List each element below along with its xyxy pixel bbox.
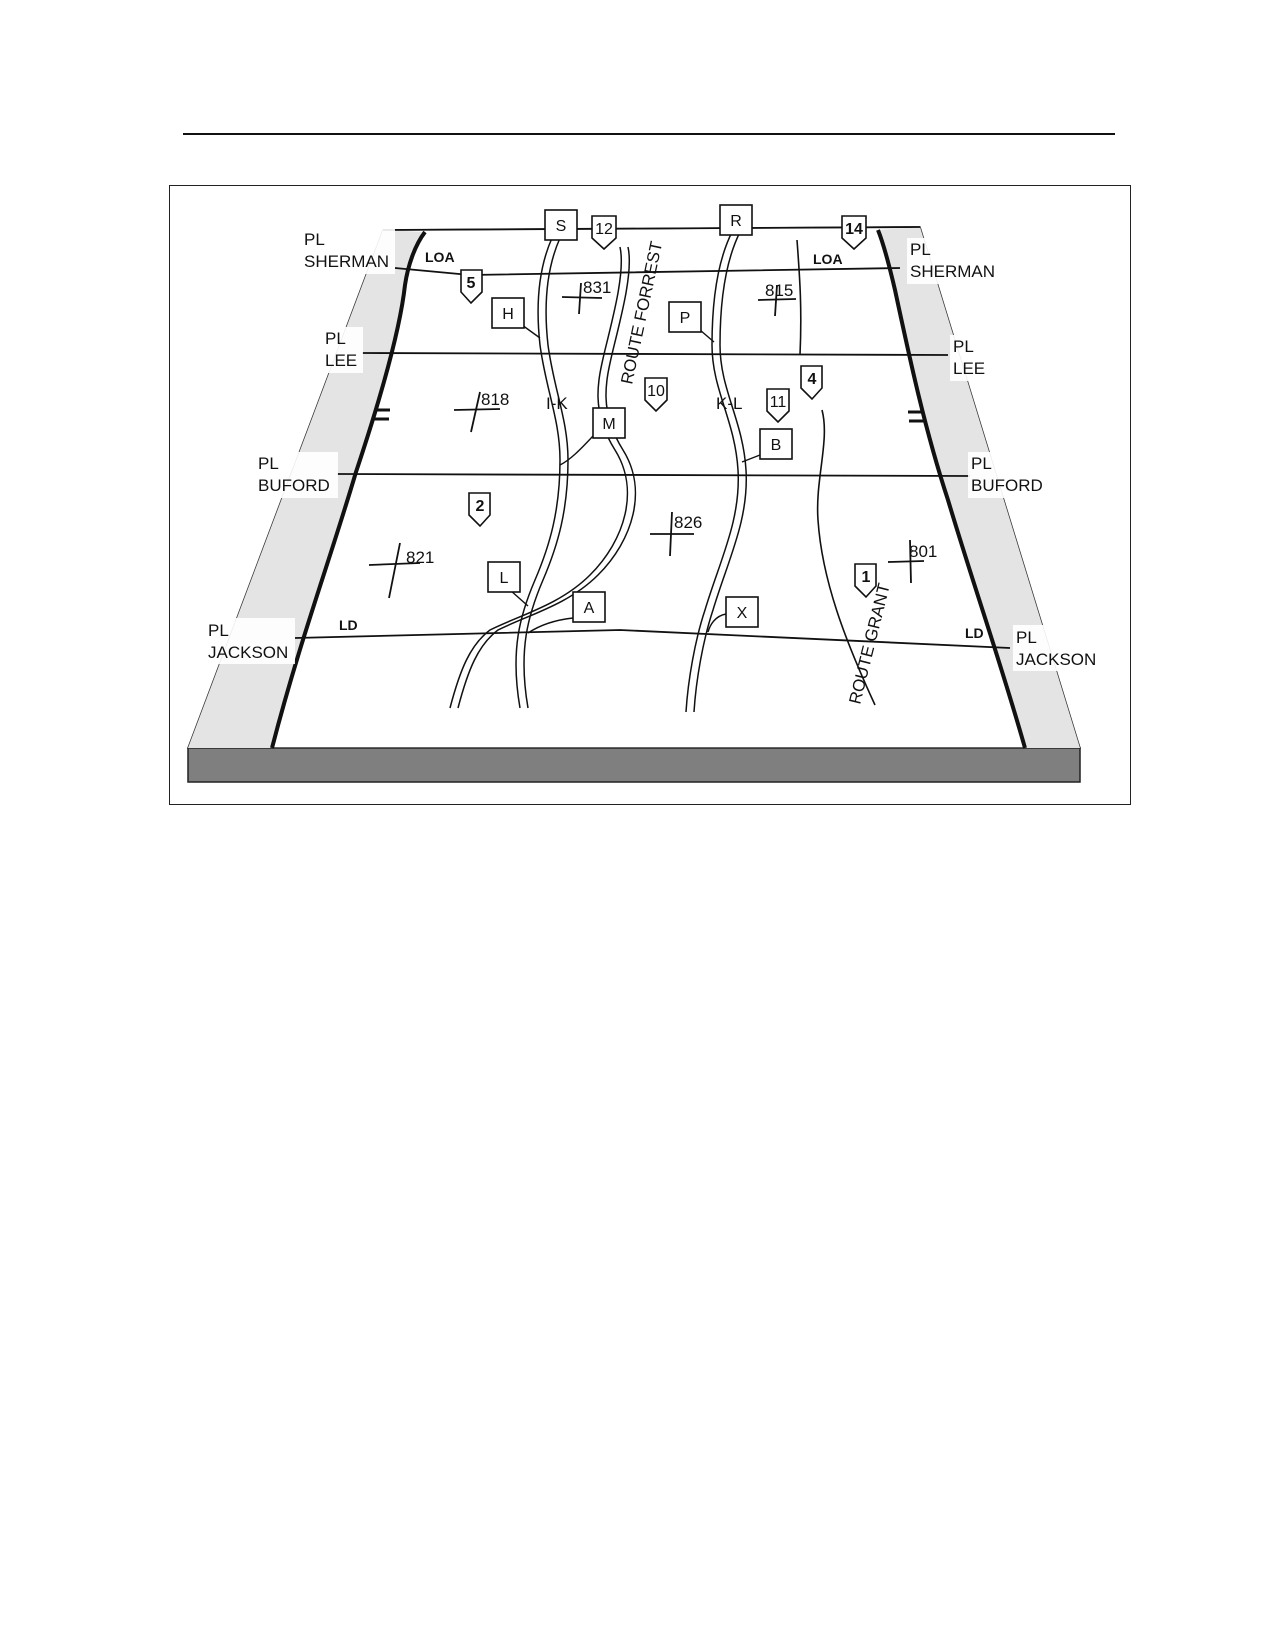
- checkpoint-11: 11: [766, 388, 790, 424]
- pl-lee-right-name: LEE: [953, 359, 985, 378]
- spot-elevation-826: 826: [674, 513, 702, 532]
- svg-text:B: B: [771, 437, 782, 454]
- spot-elevation-821: 821: [406, 548, 434, 567]
- map-base-slab: [187, 747, 1081, 783]
- objective-r: R: [719, 204, 753, 236]
- label-bg: [907, 238, 1003, 284]
- pl-jackson-left-prefix: PL: [208, 621, 229, 640]
- svg-text:1: 1: [862, 569, 871, 586]
- spot-elevation-831: 831: [583, 278, 611, 297]
- objective-s: S: [544, 209, 578, 241]
- pl-sherman-left-name: SHERMAN: [304, 252, 389, 271]
- boundary-kl-label: K-L: [716, 394, 742, 413]
- svg-text:2: 2: [476, 498, 485, 515]
- left-unit-boundary: [270, 230, 427, 749]
- checkpoint-4: 4: [800, 365, 823, 401]
- svg-text:L: L: [500, 570, 509, 587]
- objective-b: B: [759, 428, 793, 460]
- pl-sherman-right-name: SHERMAN: [910, 262, 995, 281]
- svg-text:M: M: [602, 416, 615, 433]
- label-bg: [255, 452, 338, 498]
- checkpoint-5: 5: [460, 269, 483, 305]
- pl-buford-right-prefix: PL: [971, 454, 992, 473]
- pl-lee-right-prefix: PL: [953, 337, 974, 356]
- spot-elevation-801: 801: [909, 542, 937, 561]
- pl-sherman-right-prefix: PL: [910, 240, 931, 259]
- route-forrest: [449, 246, 637, 709]
- label-bg: [1013, 625, 1103, 671]
- label-bg: [968, 452, 1051, 498]
- objective-a: A: [572, 591, 606, 623]
- route-kl: [685, 231, 748, 713]
- checkpoint-10: 10: [644, 377, 668, 413]
- objective-p: P: [668, 301, 702, 333]
- boundary-ik-label: I-K: [546, 394, 568, 413]
- pl-buford-left-prefix: PL: [258, 454, 279, 473]
- objective-leaders: [509, 324, 761, 634]
- label-bg: [321, 327, 363, 373]
- svg-text:H: H: [502, 306, 514, 323]
- pl-jackson-right-name: JACKSON: [1016, 650, 1096, 669]
- pl-jackson-right-prefix: PL: [1016, 628, 1037, 647]
- pl-jackson-left-name: JACKSON: [208, 643, 288, 662]
- svg-text:X: X: [737, 605, 748, 622]
- svg-text:S: S: [556, 218, 567, 235]
- pl-lee-left-prefix: PL: [325, 329, 346, 348]
- objective-h: H: [491, 297, 525, 329]
- phase-line-jackson: [294, 629, 1011, 649]
- checkpoint-12: 12: [591, 215, 617, 251]
- svg-text:R: R: [730, 213, 742, 230]
- header-rule: [183, 133, 1115, 135]
- checkpoint-2: 2: [468, 492, 491, 528]
- spot-elevation-818: 818: [481, 390, 509, 409]
- spot-elevation-815: 815: [765, 281, 793, 300]
- loa-label-left: LOA: [425, 249, 455, 265]
- pl-buford-left-name: BUFORD: [258, 476, 330, 495]
- loa-label-right: LOA: [813, 251, 843, 267]
- pl-buford-right-name: BUFORD: [971, 476, 1043, 495]
- svg-text:4: 4: [808, 371, 817, 388]
- northern-edge-line: [382, 226, 921, 231]
- spot-elevation-marks: [368, 282, 925, 599]
- svg-text:11: 11: [770, 394, 787, 411]
- label-bg: [205, 618, 295, 664]
- checkpoint-1: 1: [854, 563, 877, 599]
- svg-text:10: 10: [647, 383, 665, 400]
- svg-text:5: 5: [467, 275, 476, 292]
- label-bg: [300, 228, 395, 274]
- ld-label-left: LD: [339, 617, 358, 633]
- svg-text:14: 14: [845, 221, 863, 238]
- left-boundary-symbol: [374, 408, 390, 421]
- objective-x: X: [725, 596, 759, 628]
- label-bg: [950, 335, 992, 381]
- ld-label-right: LD: [965, 625, 984, 641]
- pl-sherman-left-prefix: PL: [304, 230, 325, 249]
- right-unit-boundary: [876, 229, 1027, 749]
- svg-text:A: A: [584, 600, 595, 617]
- phase-line-lee: [361, 352, 949, 356]
- phase-line-buford: [336, 473, 971, 477]
- route-grant-north-segment: [796, 239, 802, 356]
- route-grant: [816, 409, 876, 706]
- svg-text:P: P: [680, 310, 691, 327]
- objective-l: L: [487, 561, 521, 593]
- svg-text:12: 12: [595, 221, 613, 238]
- pl-lee-left-name: LEE: [325, 351, 357, 370]
- objective-m: M: [592, 407, 626, 439]
- checkpoint-14: 14: [841, 215, 867, 251]
- right-boundary-symbol: [908, 410, 924, 423]
